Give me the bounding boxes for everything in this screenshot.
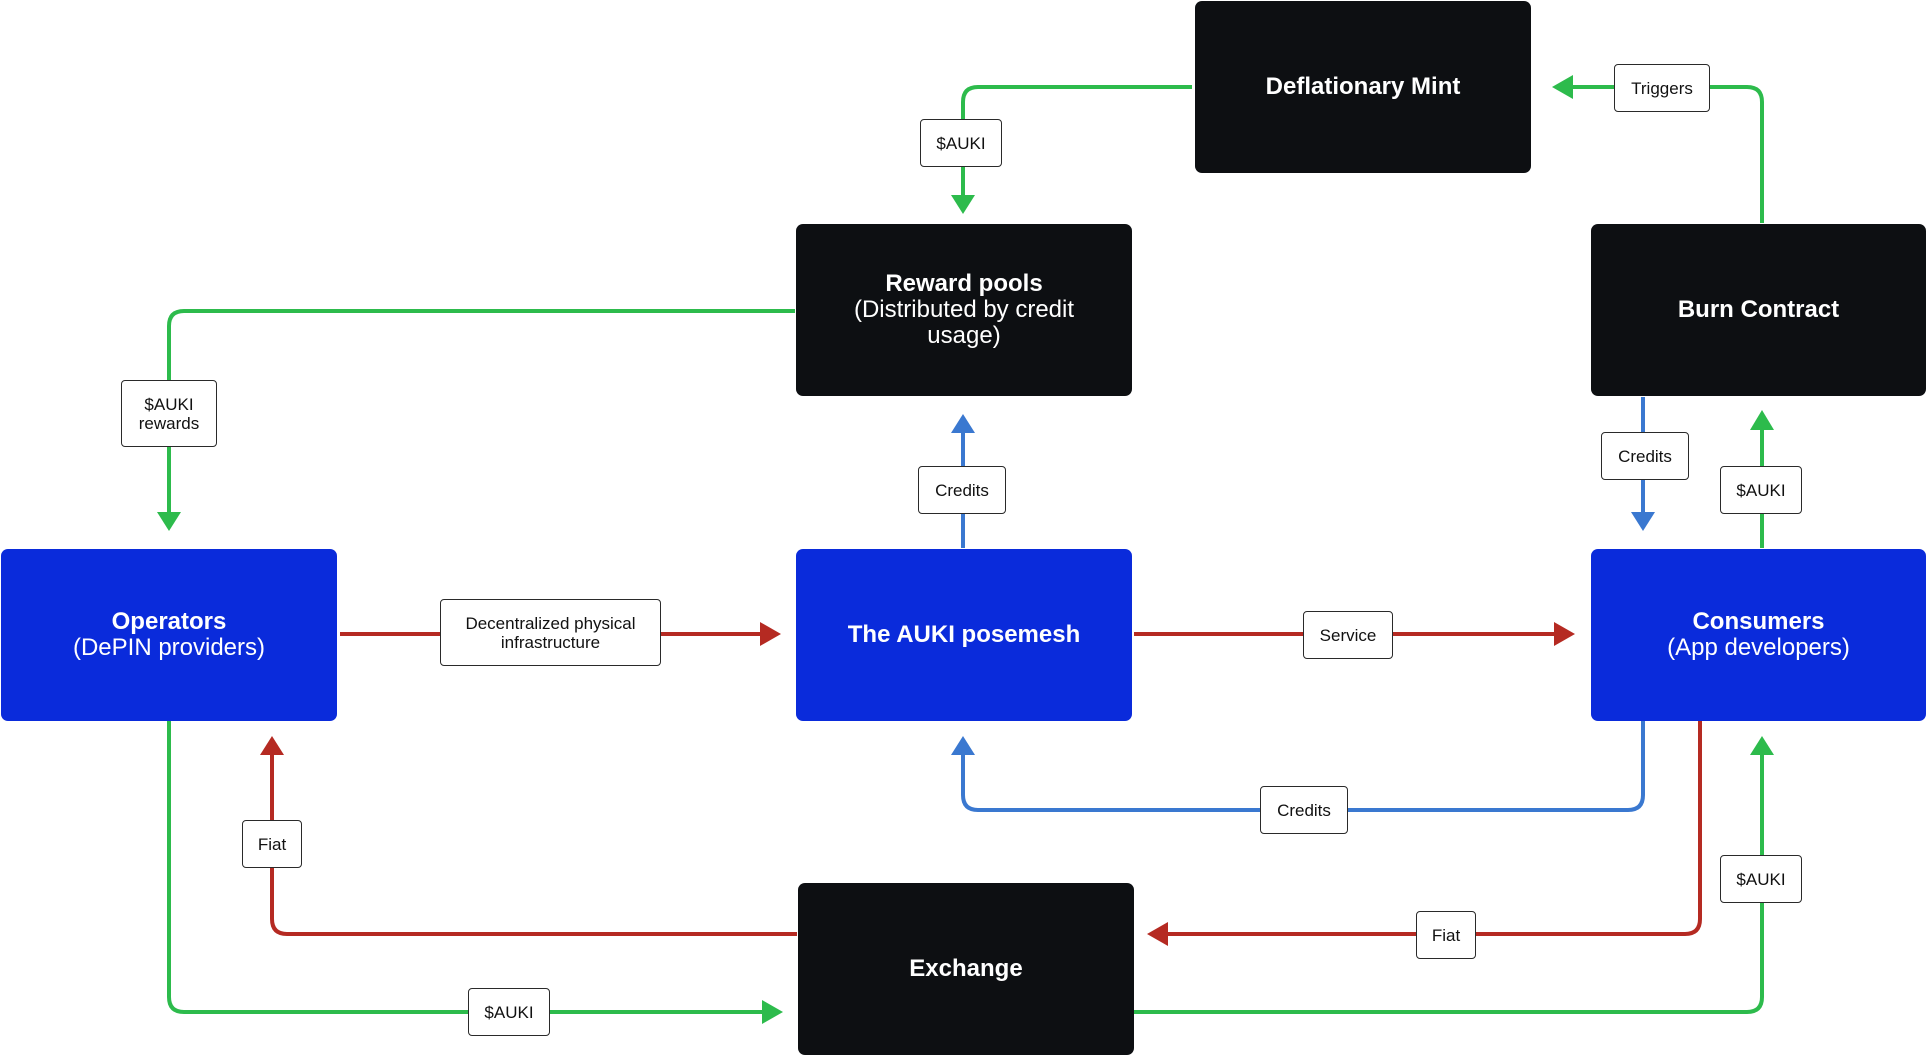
- node-title: Deflationary Mint: [1265, 73, 1461, 100]
- arrowhead-down-icon: [1631, 512, 1655, 531]
- node-subtitle: (DePIN providers): [72, 634, 266, 661]
- edge-pools-to-operators: [167, 309, 795, 515]
- node-title: The AUKI posemesh: [847, 621, 1081, 648]
- operators-node: Operators (DePIN providers): [1, 549, 337, 721]
- arrowhead-up-icon: [951, 736, 975, 755]
- label-mint-to-pools: $AUKI: [920, 119, 1002, 167]
- arrowhead-down-icon: [951, 195, 975, 214]
- burn-contract-node: Burn Contract: [1591, 224, 1926, 396]
- label-operators-to-exchange: $AUKI: [468, 988, 550, 1036]
- label-rewards: $AUKI rewards: [121, 380, 217, 447]
- deflationary-mint-node: Deflationary Mint: [1195, 1, 1531, 173]
- node-title: Operators: [111, 608, 227, 635]
- label-infrastructure: Decentralized physical infrastructure: [440, 599, 661, 666]
- exchange-node: Exchange: [798, 883, 1134, 1055]
- node-title: Consumers: [1692, 608, 1825, 635]
- edge-operators-to-exchange: [167, 721, 766, 1014]
- arrowhead-right-icon: [760, 622, 781, 646]
- label-service: Service: [1303, 611, 1393, 659]
- label-consumers-to-burn: $AUKI: [1720, 466, 1802, 514]
- node-title: Exchange: [909, 955, 1023, 982]
- edge-burn-to-mint: [1567, 85, 1764, 223]
- edge-exchange-to-operators: [270, 750, 797, 936]
- arrowhead-right-icon: [1554, 622, 1575, 646]
- label-triggers: Triggers: [1614, 64, 1710, 112]
- arrowhead-up-icon: [1750, 410, 1774, 430]
- edge-consumers-to-exchange: [1162, 721, 1702, 936]
- label-burn-to-consumers: Credits: [1601, 432, 1689, 480]
- reward-pools-node: Reward pools (Distributed by credit usag…: [796, 224, 1132, 396]
- node-title: Burn Contract: [1677, 296, 1840, 323]
- arrowhead-up-icon: [260, 736, 284, 755]
- arrowhead-down-icon: [157, 512, 181, 531]
- node-subtitle: (App developers): [1667, 634, 1850, 661]
- node-title: Reward pools: [885, 270, 1043, 297]
- label-fiat-from-consumers: Fiat: [1416, 911, 1476, 959]
- label-fiat-to-operators: Fiat: [242, 820, 302, 868]
- edge-mint-to-reward-pools: [961, 85, 1192, 200]
- consumers-node: Consumers (App developers): [1591, 549, 1926, 721]
- label-consumers-to-posemesh: Credits: [1260, 786, 1348, 834]
- label-exchange-to-consumers: $AUKI: [1720, 855, 1802, 903]
- posemesh-node: The AUKI posemesh: [796, 549, 1132, 721]
- arrowhead-up-icon: [1750, 736, 1774, 755]
- label-posemesh-to-pools: Credits: [918, 466, 1006, 514]
- arrowhead-left-icon: [1552, 75, 1573, 99]
- arrowhead-up-icon: [951, 414, 975, 433]
- node-subtitle: (Distributed by credit usage): [853, 296, 1075, 349]
- arrowhead-right-icon: [762, 1000, 783, 1024]
- edge-exchange-to-consumers: [1133, 750, 1764, 1014]
- arrowhead-left-icon: [1147, 922, 1168, 946]
